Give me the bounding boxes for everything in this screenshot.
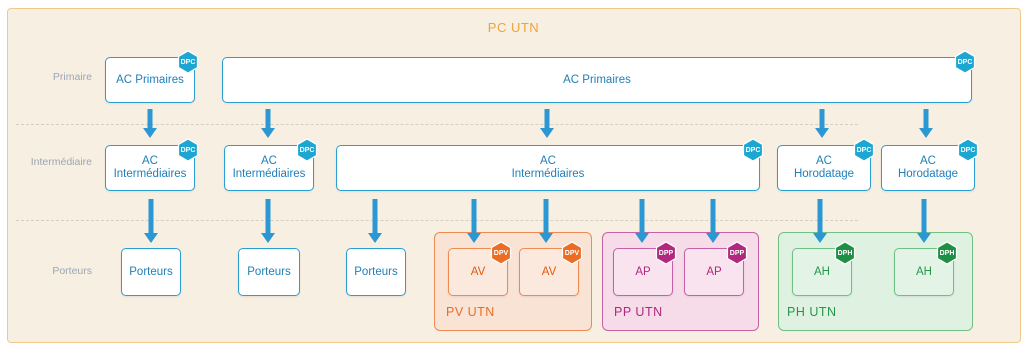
dpc-badge-icon: DPC (956, 138, 980, 162)
badge-text: DPC (960, 146, 976, 154)
separator-intermediaire-porteurs (16, 220, 858, 221)
av-1-label: AV (470, 265, 486, 278)
dpc-badge-icon: DPC (295, 138, 319, 162)
badge-text: DPP (729, 249, 745, 257)
down-arrow-icon (917, 199, 931, 248)
ac-primaires-2-label: AC Primaires (563, 73, 631, 86)
down-arrow-icon (539, 199, 553, 248)
pv-utn-label: PV UTN (446, 305, 495, 319)
badge-text: DPP (658, 249, 674, 257)
down-arrow-icon (144, 199, 158, 248)
dph-badge-icon: DPH (935, 241, 959, 265)
down-arrow-icon (540, 109, 554, 143)
down-arrow-icon (467, 199, 481, 248)
down-arrow-icon (919, 109, 933, 143)
row-label-intermediaire: Intermédiaire (30, 156, 92, 168)
porteurs-1-box: Porteurs (121, 248, 181, 296)
ph-utn-label: PH UTN (787, 305, 837, 319)
ac-primaires-1-box: AC Primaires (105, 57, 195, 103)
ac-intermediaires-1-label: AC Intermédiaires (113, 155, 187, 180)
porteurs-3-label: Porteurs (354, 265, 398, 278)
badge-text: DPC (180, 58, 196, 66)
down-arrow-icon (368, 199, 382, 248)
dpc-badge-icon: DPC (176, 138, 200, 162)
down-arrow-icon (261, 109, 275, 143)
porteurs-2-label: Porteurs (247, 265, 291, 278)
down-arrow-icon (813, 199, 827, 248)
badge-text: DPH (837, 249, 853, 257)
pc-utn-title: PC UTN (487, 20, 540, 35)
ac-primaires-1-label: AC Primaires (116, 73, 184, 86)
ap-1-label: AP (635, 265, 651, 278)
dph-badge-icon: DPH (833, 241, 857, 265)
ah-2-label: AH (916, 265, 932, 278)
badge-text: DPC (856, 146, 872, 154)
dpv-badge-icon: DPV (489, 241, 513, 265)
dpc-badge-icon: DPC (852, 138, 876, 162)
dpp-badge-icon: DPP (654, 241, 678, 265)
dpp-badge-icon: DPP (725, 241, 749, 265)
ac-intermediaires-3-box: AC Intermédiaires (336, 145, 760, 191)
down-arrow-icon (261, 199, 275, 248)
down-arrow-icon (815, 109, 829, 143)
down-arrow-icon (706, 199, 720, 248)
ac-horodatage-2-label: AC Horodatage (897, 155, 959, 180)
ac-intermediaires-2-label: AC Intermédiaires (232, 155, 306, 180)
porteurs-3-box: Porteurs (346, 248, 406, 296)
porteurs-2-box: Porteurs (238, 248, 300, 296)
badge-text: DPV (564, 249, 580, 257)
ah-1-label: AH (814, 265, 830, 278)
badge-text: DPV (493, 249, 509, 257)
ac-primaires-2-box: AC Primaires (222, 57, 972, 103)
down-arrow-icon (143, 109, 157, 143)
badge-text: DPC (957, 58, 973, 66)
av-2-box: AV (519, 248, 579, 296)
badge-text: DPC (180, 146, 196, 154)
dpv-badge-icon: DPV (560, 241, 584, 265)
ac-horodatage-2-box: AC Horodatage (881, 145, 975, 191)
ap-2-label: AP (706, 265, 722, 278)
down-arrow-icon (635, 199, 649, 248)
dpc-badge-icon: DPC (953, 50, 977, 74)
av-2-label: AV (541, 265, 557, 278)
badge-text: DPC (745, 146, 761, 154)
row-label-porteurs: Porteurs (52, 265, 92, 277)
ac-horodatage-1-label: AC Horodatage (793, 155, 855, 180)
row-label-primaire: Primaire (52, 71, 92, 83)
badge-text: DPH (939, 249, 955, 257)
separator-primaire-intermediaire (16, 124, 858, 125)
pp-utn-label: PP UTN (614, 305, 663, 319)
badge-text: DPC (299, 146, 315, 154)
dpc-badge-icon: DPC (741, 138, 765, 162)
dpc-badge-icon: DPC (176, 50, 200, 74)
ac-intermediaires-3-label: AC Intermédiaires (511, 155, 585, 180)
porteurs-1-label: Porteurs (129, 265, 173, 278)
